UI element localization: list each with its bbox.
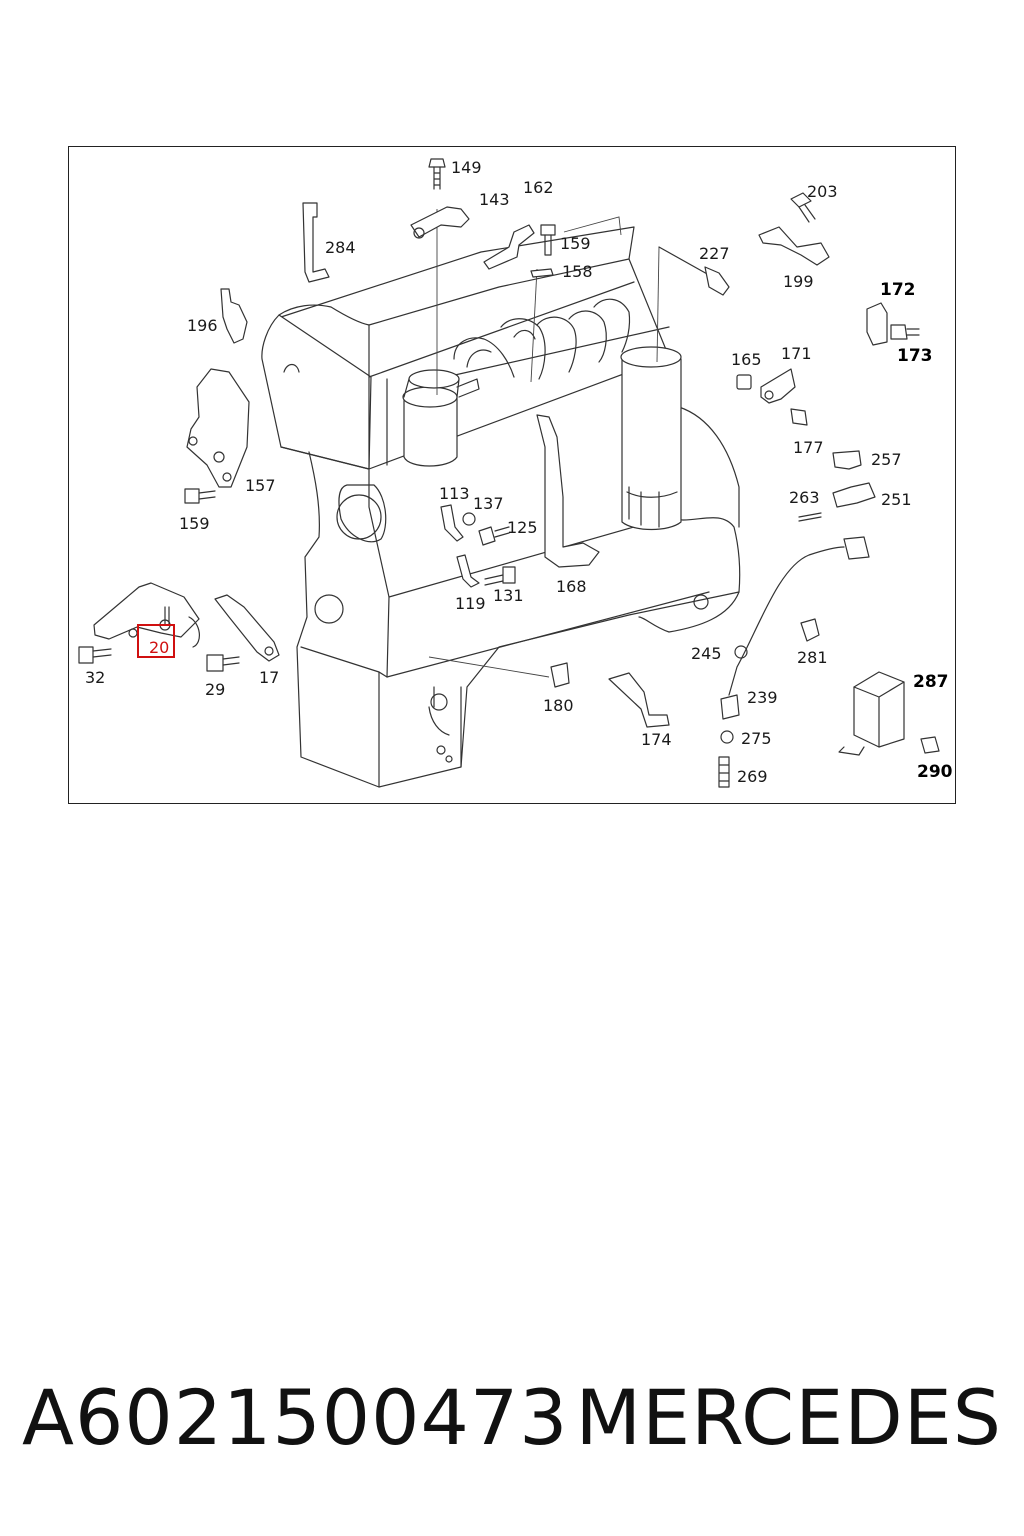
callout-157: 157 <box>245 476 276 495</box>
callout-159-lower: 159 <box>179 514 210 533</box>
callout-labels: 149 143 162 159 158 284 227 203 199 172 … <box>85 158 953 786</box>
callout-239: 239 <box>747 688 778 707</box>
engine-block <box>261 226 741 788</box>
callout-173: 173 <box>897 346 933 366</box>
callout-290: 290 <box>917 762 953 782</box>
callout-257: 257 <box>871 450 902 469</box>
callout-143: 143 <box>479 190 510 209</box>
callout-32: 32 <box>85 668 105 687</box>
callout-177: 177 <box>793 438 824 457</box>
callout-199: 199 <box>783 272 814 291</box>
callout-125: 125 <box>507 518 538 537</box>
callout-203: 203 <box>807 182 838 201</box>
callout-162: 162 <box>523 178 554 197</box>
leader-lines <box>428 209 660 678</box>
callout-165: 165 <box>731 350 762 369</box>
callout-251: 251 <box>881 490 912 509</box>
callout-119: 119 <box>455 594 486 613</box>
callout-159: 159 <box>560 234 591 253</box>
callout-113: 113 <box>439 484 470 503</box>
callout-245: 245 <box>691 644 722 663</box>
callout-227: 227 <box>699 244 730 263</box>
callout-149: 149 <box>451 158 482 177</box>
callout-180: 180 <box>543 696 574 715</box>
parts-diagram: 149 143 162 159 158 284 227 203 199 172 … <box>68 146 956 804</box>
callout-17: 17 <box>259 668 279 687</box>
callout-284: 284 <box>325 238 356 257</box>
callout-29: 29 <box>205 680 225 699</box>
callout-158: 158 <box>562 262 593 281</box>
callout-172: 172 <box>880 280 916 300</box>
callout-168: 168 <box>556 577 587 596</box>
callout-281: 281 <box>797 648 828 667</box>
engine-exploded-view: 149 143 162 159 158 284 227 203 199 172 … <box>78 158 953 788</box>
callout-196: 196 <box>187 316 218 335</box>
oil-filter-left <box>402 369 480 467</box>
callout-263: 263 <box>789 488 820 507</box>
oil-filter-right <box>620 346 682 531</box>
callout-287: 287 <box>913 672 949 692</box>
callout-174: 174 <box>641 730 672 749</box>
callout-275: 275 <box>741 729 772 748</box>
callout-131: 131 <box>493 586 524 605</box>
caption-bar: A6021500473 MERCEDES <box>0 1368 1024 1478</box>
small-parts <box>78 158 940 788</box>
callout-269: 269 <box>737 767 768 786</box>
intake-manifold <box>436 298 670 380</box>
brand-name: MERCEDES <box>575 1373 1002 1462</box>
highlight-box-part-20 <box>137 624 175 658</box>
part-number: A6021500473 <box>22 1373 569 1462</box>
callout-20: 20 <box>149 638 169 657</box>
callout-137: 137 <box>473 494 504 513</box>
callout-171: 171 <box>781 344 812 363</box>
